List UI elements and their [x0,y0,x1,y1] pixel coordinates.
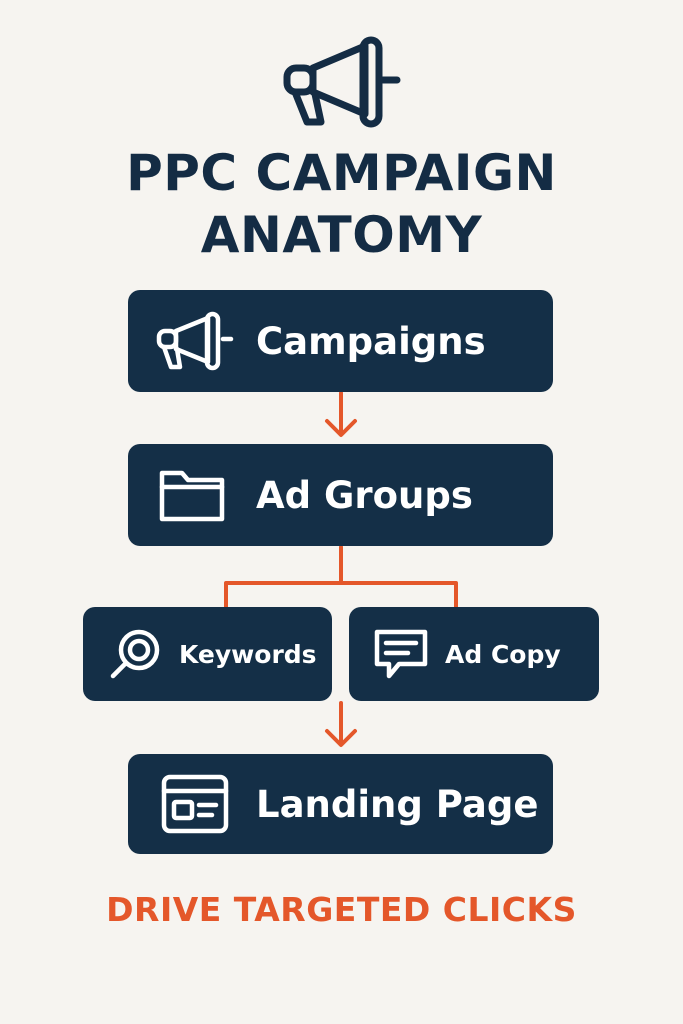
magnifier-target-icon [107,626,163,682]
ad-copy-node: Ad Copy [349,607,599,701]
megaphone-icon [283,36,401,128]
folder-icon [156,465,234,525]
edge-ad-groups-split [224,545,458,609]
title-line-1: PPC CAMPAIGN [126,144,557,202]
title-line-2: ANATOMY [200,206,483,264]
campaigns-label: Campaigns [256,319,486,363]
landing-page-label: Landing Page [256,782,539,826]
arrowhead-ad-groups [325,419,357,437]
megaphone-icon [156,311,234,371]
ad-copy-label: Ad Copy [445,639,561,669]
ad-groups-label: Ad Groups [256,473,473,517]
keywords-node: Keywords [83,607,332,701]
chat-bubble-icon [373,626,429,682]
landing-page-node: Landing Page [128,754,553,854]
tagline: DRIVE TARGETED CLICKS [106,890,577,929]
keywords-label: Keywords [179,639,317,669]
page-title: PPC CAMPAIGN ANATOMY [0,142,683,266]
campaigns-node: Campaigns [128,290,553,392]
browser-window-icon [156,774,234,834]
arrowhead-landing-page [325,729,357,747]
ad-groups-node: Ad Groups [128,444,553,546]
